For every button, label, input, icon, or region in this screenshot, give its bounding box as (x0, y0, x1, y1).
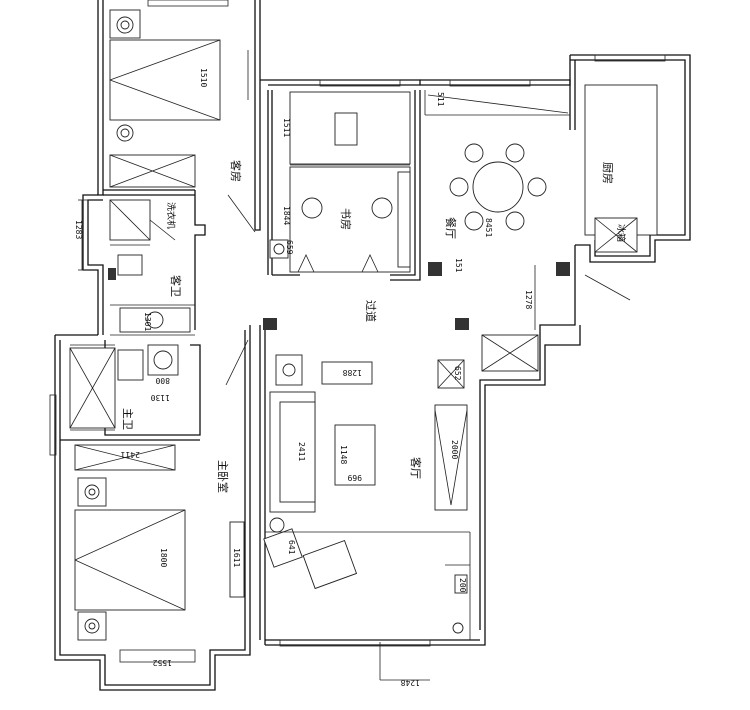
dim-652: 652 (453, 366, 462, 381)
dim-2000: 2000 (450, 440, 459, 459)
dim-659: 659 (285, 240, 294, 255)
kitchen-furniture (584, 84, 658, 301)
dining-furniture (427, 94, 569, 231)
label-fridge: 冰箱 (615, 224, 627, 242)
windows (49, 0, 666, 663)
dim-641: 641 (287, 540, 296, 555)
dim-1248: 1248 (401, 678, 420, 687)
dim-1844: 1844 (282, 206, 291, 225)
dim-1283: 1283 (74, 220, 83, 239)
living-room-furniture (263, 354, 471, 640)
label-guest-bedroom: 客房 (229, 160, 243, 182)
dim-1301: 1301 (143, 312, 152, 331)
dim-1552: 1552 (153, 658, 172, 667)
study-furniture (269, 91, 411, 273)
dim-151: 151 (454, 258, 463, 273)
dim-200: 200 (458, 578, 467, 593)
label-kitchen: 厨房 (601, 162, 614, 184)
dim-1511: 1511 (282, 118, 291, 137)
dim-969: 969 (347, 473, 362, 482)
dimension-labels: 1510 1283 1511 1844 659 511 8451 151 127… (74, 68, 533, 687)
master-bedroom-furniture (74, 339, 249, 641)
label-corridor: 过道 (364, 300, 378, 322)
dim-8451: 8451 (484, 218, 493, 237)
dim-1611: 1611 (232, 548, 241, 567)
label-washer: 洗衣机 (165, 202, 177, 229)
label-living: 客厅 (409, 457, 423, 479)
label-master-bedroom: 主卧室 (216, 460, 230, 493)
dim-1130: 1130 (151, 393, 170, 402)
dim-1278: 1278 (524, 290, 533, 309)
dim-1288: 1288 (343, 368, 362, 377)
label-dining: 餐厅 (444, 217, 458, 239)
dim-800: 800 (155, 376, 170, 385)
entry-cabinet (481, 334, 539, 372)
label-study: 书房 (339, 208, 352, 230)
inner-walls (60, 90, 570, 441)
label-master-bath: 主卫 (121, 408, 134, 430)
room-labels: 客房 书房 餐厅 厨房 过道 客卫 主卫 主卧室 客厅 洗衣机 冰箱 (121, 160, 627, 493)
dim-1800: 1800 (159, 548, 168, 567)
master-bath-fixtures (69, 344, 179, 429)
dim-511: 511 (436, 92, 445, 107)
dim-1510: 1510 (199, 68, 208, 87)
label-guest-bath: 客卫 (169, 275, 183, 297)
dim-2411b: 2411 (297, 442, 306, 461)
guest-bedroom-furniture (109, 9, 256, 233)
guest-bath-fixtures (109, 199, 191, 333)
dim-2411: 2411 (121, 450, 140, 459)
dimension-lines (78, 199, 536, 681)
dim-1148: 1148 (339, 445, 348, 464)
